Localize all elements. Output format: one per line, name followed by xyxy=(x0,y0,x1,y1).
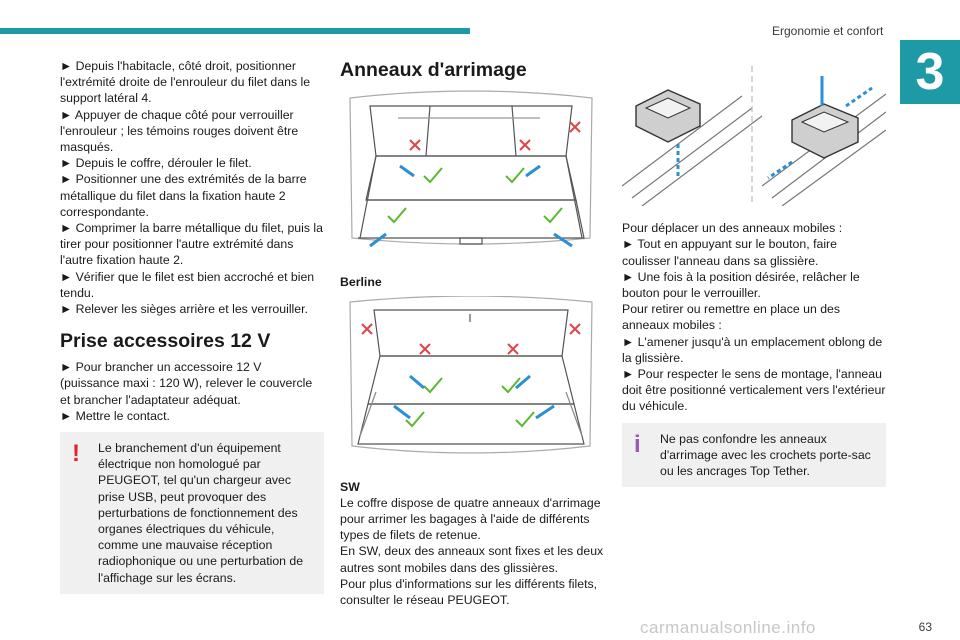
step: ► Depuis le coffre, dérouler le filet. xyxy=(60,156,252,171)
step: ► Depuis l'habitacle, côté droit, positi… xyxy=(60,59,311,106)
body-text: Pour plus d'informations sur les différe… xyxy=(340,576,598,608)
step: Pour déplacer un des anneaux mobiles : xyxy=(622,221,843,236)
sliding-ring-illustration xyxy=(621,66,887,207)
figure-caption-sedan: Berline xyxy=(340,275,382,290)
info-icon: i xyxy=(634,430,641,458)
step: ► Comprimer la barre métallique du filet… xyxy=(60,221,323,268)
step: ► Positionner une des extrémités de la b… xyxy=(60,172,307,219)
step: ► L'amener jusqu'à un emplacement oblong… xyxy=(622,334,883,365)
step: ► Tout en appuyant sur le bouton, faire … xyxy=(622,237,837,268)
section-title: Ergonomie et confort xyxy=(772,24,884,38)
tie-down-marks xyxy=(361,323,581,428)
warning-icon: ! xyxy=(72,440,80,468)
header-accent-bar xyxy=(0,28,470,34)
step: Pour retirer ou remettre en place un des… xyxy=(622,302,841,333)
step: ► Une fois à la position désirée, relâch… xyxy=(622,269,860,301)
watermark: carmanualsonline.info xyxy=(640,618,816,637)
ring-right xyxy=(791,103,859,159)
step: ► Pour brancher un accessoire 12 V (puis… xyxy=(60,360,313,407)
step: ► Relever les sièges arrière et les verr… xyxy=(60,302,308,317)
chapter-number-tab: 3 xyxy=(900,40,960,104)
sedan-boot-illustration xyxy=(340,88,602,264)
info-text: Ne pas confondre les anneaux d'arrimage … xyxy=(660,431,871,479)
step: ► Appuyer de chaque côté pour verrouille… xyxy=(60,107,299,155)
step: ► Mettre le contact. xyxy=(60,408,170,423)
tie-down-marks xyxy=(369,121,581,248)
step: ► Vérifier que le filet est bien accroch… xyxy=(60,269,315,300)
info-note: i Ne pas confondre les anneaux d'arrimag… xyxy=(622,422,886,488)
body-text: Le coffre dispose de quatre anneaux d'ar… xyxy=(340,495,601,543)
column-left: ► Depuis l'habitacle, côté droit, positi… xyxy=(60,58,324,594)
warning-note: ! Le branchement d'un équipement électri… xyxy=(60,432,324,594)
accessory-socket-heading: Prise accessoires 12 V xyxy=(60,330,271,353)
warning-text: Le branchement d'un équipement électriqu… xyxy=(98,441,304,585)
tie-down-heading: Anneaux d'arrimage xyxy=(340,59,527,81)
body-text: En SW, deux des anneaux sont fixes et le… xyxy=(340,544,604,575)
step: ► Pour respecter le sens de montage, l'a… xyxy=(622,367,886,414)
column-right: Pour déplacer un des anneaux mobiles : ►… xyxy=(621,58,887,488)
ring-left xyxy=(635,89,701,143)
column-middle: Anneaux d'arrimage Berline xyxy=(340,58,606,608)
page-number: 63 xyxy=(918,620,932,634)
sw-boot-illustration xyxy=(340,295,602,469)
figure-caption-sw: SW xyxy=(340,479,360,494)
